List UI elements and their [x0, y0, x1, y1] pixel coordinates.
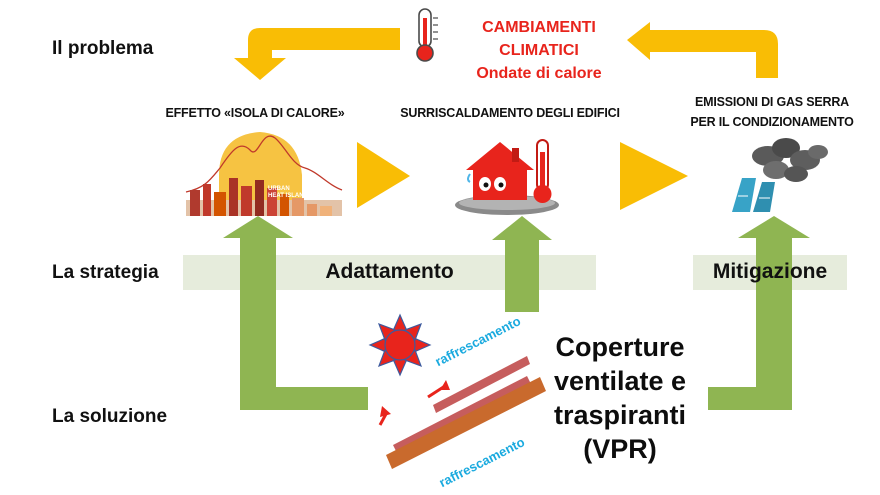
urban-heat-island-icon	[185, 132, 343, 216]
climate-change-line1: CAMBIAMENTI	[482, 19, 596, 36]
sun-icon	[368, 313, 432, 377]
flow-arrow-1	[357, 142, 410, 208]
flow-arrow-2	[620, 142, 688, 210]
house-thermometer-icon	[455, 139, 559, 215]
vpr-title-line1: Coperture	[555, 332, 685, 362]
climate-change-line3: Ondate di calore	[476, 65, 602, 82]
green-arrow-left	[223, 216, 368, 410]
thermometer-icon	[416, 8, 438, 62]
overheating-caption: SURRISCALDAMENTO DEGLI EDIFICI	[400, 106, 620, 120]
row-label-solution: La soluzione	[52, 406, 168, 427]
factory-smoke-icon	[732, 138, 828, 212]
row-label-problem: Il problema	[52, 38, 154, 59]
roof-section-icon	[378, 356, 546, 469]
adaptation-label: Adattamento	[325, 260, 454, 283]
heat-island-sign: URBAN HEAT ISLAND	[268, 186, 308, 200]
row-label-strategy: La strategia	[52, 262, 159, 283]
vpr-title-line4: (VPR)	[583, 434, 657, 464]
heat-island-sign-line2: HEAT ISLAND	[268, 193, 308, 199]
top-left-yellow-arrow	[234, 28, 400, 80]
mitigation-label: Mitigazione	[712, 260, 828, 283]
top-right-yellow-arrow	[627, 22, 778, 78]
vpr-title: Coperture ventilate e traspiranti (VPR)	[545, 330, 695, 466]
green-arrow-middle	[492, 216, 552, 312]
climate-change-title: CAMBIAMENTI CLIMATICI Ondate di calore	[460, 16, 618, 85]
heat-island-sign-line1: URBAN	[268, 186, 290, 192]
heat-island-caption: EFFETTO «ISOLA DI CALORE»	[165, 106, 345, 120]
vpr-title-line3: traspiranti	[553, 400, 687, 430]
green-arrow-right	[708, 216, 810, 410]
vpr-title-line2: ventilate e	[553, 366, 687, 396]
climate-change-line2: CLIMATICI	[499, 42, 579, 59]
emissions-caption-line1: EMISSIONI DI GAS SERRA	[695, 95, 849, 109]
emissions-caption: EMISSIONI DI GAS SERRA PER IL CONDIZIONA…	[672, 92, 872, 132]
emissions-caption-line2: PER IL CONDIZIONAMENTO	[690, 115, 854, 129]
